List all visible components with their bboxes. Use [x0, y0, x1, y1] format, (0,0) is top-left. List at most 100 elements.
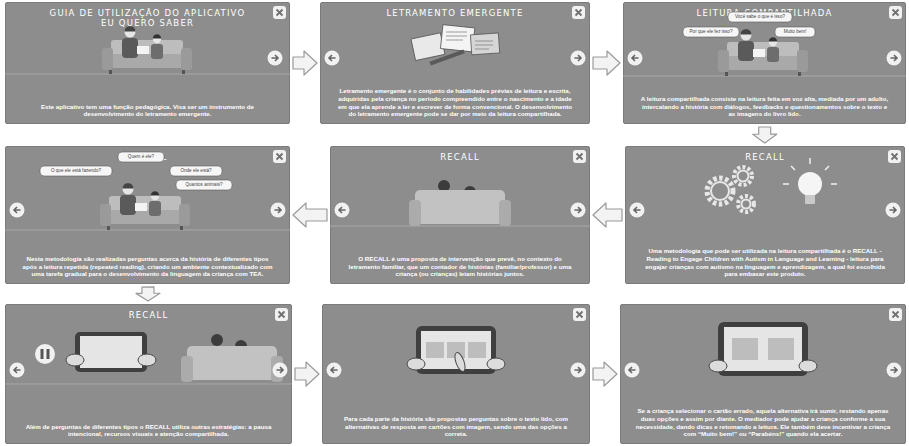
screen-illustration [5, 308, 292, 384]
close-button [573, 308, 586, 321]
screen-title: RECALL [371, 152, 549, 162]
close-button [573, 150, 586, 163]
screen-title: RECALL [666, 152, 864, 162]
floor-line [5, 384, 292, 385]
previous-button [325, 51, 340, 66]
close-button [273, 150, 286, 163]
screen-illustration [327, 308, 587, 378]
floor-line [5, 230, 290, 231]
child-figure [767, 37, 779, 62]
sofa [181, 346, 283, 382]
close-button [273, 6, 286, 19]
screen-illustration [623, 6, 906, 76]
adult-figure [120, 183, 136, 215]
screen-card: RECALL Além de perguntas de diferentes ti… [5, 304, 292, 444]
next-button [571, 203, 586, 218]
close-button [889, 308, 902, 321]
phone-in-hands [709, 322, 817, 376]
screen-illustration [5, 6, 290, 74]
child-head [464, 186, 476, 198]
flow-arrow [593, 51, 620, 75]
screen-illustration [630, 150, 902, 218]
screen-body-text: A leitura compartilhada consiste na leit… [638, 95, 891, 118]
screen-illustration [325, 6, 586, 66]
next-button [268, 51, 283, 66]
child-figure [151, 34, 163, 59]
adult-head [438, 180, 450, 192]
phone-in-hands [66, 332, 156, 372]
previous-button [335, 203, 350, 218]
next-button [887, 363, 902, 378]
screen-body-text: Se a criança selecionar o cartão errado,… [635, 407, 891, 438]
child-head [235, 340, 247, 352]
screen-illustration [5, 150, 290, 230]
phone-in-hands [407, 326, 505, 374]
adult-figure [738, 29, 754, 61]
flow-arrow [136, 287, 160, 301]
next-button [273, 363, 288, 378]
close-button [275, 308, 288, 321]
previous-button [327, 363, 342, 378]
floor-line [330, 226, 590, 227]
adult-figure [122, 26, 138, 58]
next-button [571, 363, 586, 378]
screen-body-text: Nesta metodologia são realizadas pergunt… [20, 255, 275, 278]
flow-arrow [295, 362, 319, 386]
screen-card: GUIA DE UTILIZAÇÃO DO APLICATIVO EU QUER… [5, 2, 290, 124]
floor-line [5, 74, 290, 75]
speech-bubbles [40, 12, 815, 190]
sofa [718, 42, 808, 76]
screen-title: GUIA DE UTILIZAÇÃO DO APLICATIVO EU QUER… [46, 8, 249, 28]
close-button [572, 6, 585, 19]
close-button [888, 150, 901, 163]
screen-card: LEITURA COMPARTILHADA A leitura compartil… [623, 2, 906, 124]
previous-button [628, 51, 643, 66]
screen-body-text: Este aplicativo tem uma função pedagógic… [20, 103, 275, 119]
flow-arrow [293, 51, 317, 75]
screen-body-text: Letramento emergente é o conjunto de hab… [335, 87, 575, 118]
books-and-papers [411, 25, 500, 66]
next-button [271, 203, 286, 218]
screen-body-text: Uma metodologia que pode ser utilizada n… [640, 247, 890, 278]
book [753, 49, 765, 57]
screen-title: RECALL [46, 310, 251, 320]
previous-button [10, 203, 25, 218]
close-button [889, 6, 902, 19]
sofa [102, 40, 192, 74]
previous-button [630, 203, 645, 218]
screen-card: RECALL Uma metodologia que pode ser utili… [625, 146, 905, 284]
screen-card: RECALL Nesta metodologia são realizadas p… [5, 146, 290, 284]
screen-title: LETRAMENTO EMERGENTE [361, 8, 549, 18]
screen-card: Para cada parte da história são proposta… [322, 304, 590, 444]
adult-head [211, 334, 223, 346]
screen-body-text: O RECALL é uma proposta de intervenção q… [345, 255, 575, 278]
flow-arrow [593, 362, 617, 386]
next-button [571, 51, 586, 66]
book [135, 203, 147, 211]
screen-title: RECALL [46, 152, 249, 162]
previous-button [625, 363, 640, 378]
flow-arrow [593, 203, 622, 227]
sofa [100, 196, 190, 230]
screen-title: LEITURA COMPARTILHADA [664, 8, 865, 18]
screen-illustration [330, 150, 590, 226]
screen-card: Se a criança selecionar o cartão errado,… [620, 304, 906, 444]
previous-button [10, 363, 25, 378]
lightbulb [783, 158, 837, 204]
screen-card: RECALL O RECALL é uma proposta de interve… [330, 146, 590, 284]
next-button [886, 203, 901, 218]
screen-body-text: Além de perguntas de diferentes tipos o … [20, 423, 277, 439]
gears [707, 167, 754, 212]
child-figure [149, 191, 161, 216]
screen-illustration [625, 308, 903, 378]
screen-card: LETRAMENTO EMERGENTE Letramento emergente… [320, 2, 590, 124]
flow-arrow [293, 203, 327, 227]
sofa [409, 190, 511, 226]
next-button [887, 51, 902, 66]
screen-body-text: Para cada parte da história são proposta… [337, 415, 575, 438]
book [137, 46, 149, 54]
pause-icon [35, 344, 55, 364]
flow-arrow [753, 127, 777, 143]
